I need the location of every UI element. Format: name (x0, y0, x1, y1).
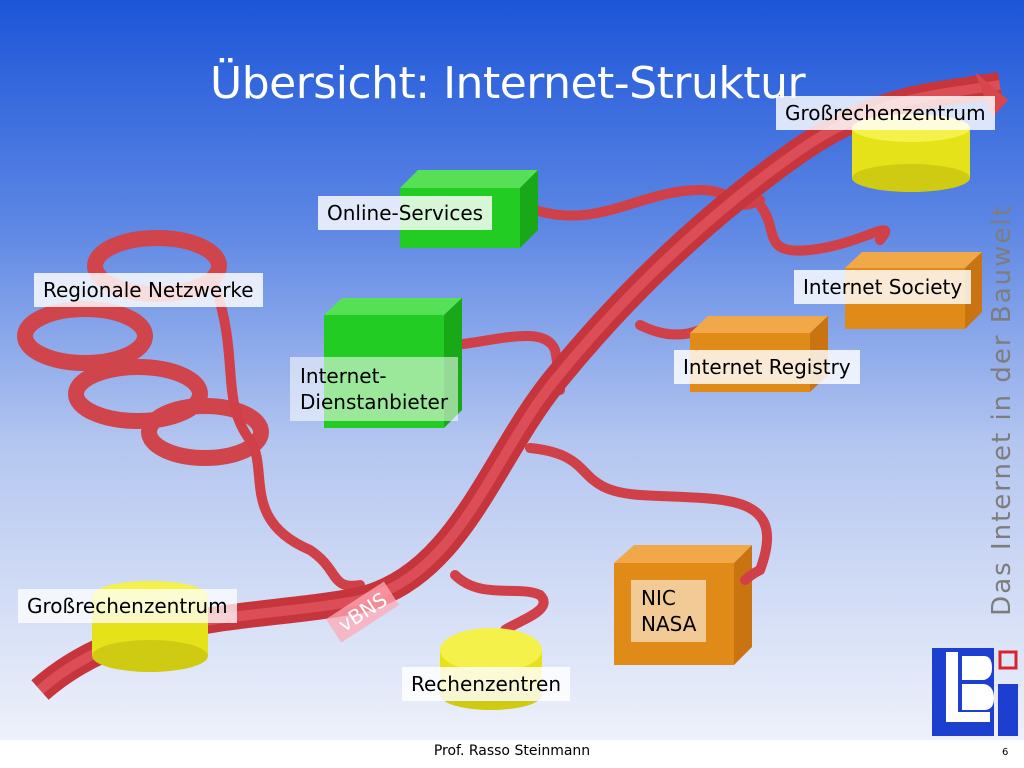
label-nasa: NASA (641, 612, 697, 636)
label-internet-dienstanbieter-line1: Internet- (300, 364, 387, 388)
label-grossrechenzentrum-top: Großrechenzentrum (776, 96, 995, 130)
label-nic: NIC (641, 586, 676, 610)
footer-author: Prof. Rasso Steinmann (433, 743, 591, 759)
label-online-services: Online-Services (318, 196, 493, 230)
label-regionale-netzwerke: Regionale Netzwerke (34, 273, 263, 307)
page-number: 6 (1002, 747, 1009, 758)
label-rechenzentren: Rechenzentren (402, 667, 571, 701)
label-internet-society: Internet Society (794, 270, 972, 304)
label-internet-dienstanbieter-line2: Dienstanbieter (300, 390, 449, 414)
side-title: Das Internet in der Bauwelt (987, 204, 1017, 616)
lbi-logo (932, 648, 1018, 736)
footer-bar (0, 740, 1024, 768)
label-internet-dienstanbieter: Internet- Dienstanbieter (290, 357, 459, 421)
slide-title: Übersicht: Internet-Struktur (210, 58, 806, 109)
label-internet-registry: Internet Registry (674, 350, 860, 384)
regional-network-rings (17, 230, 269, 466)
label-grossrechenzentrum-bottom: Großrechenzentrum (18, 589, 237, 623)
label-nic-nasa: NIC NASA (631, 580, 707, 642)
